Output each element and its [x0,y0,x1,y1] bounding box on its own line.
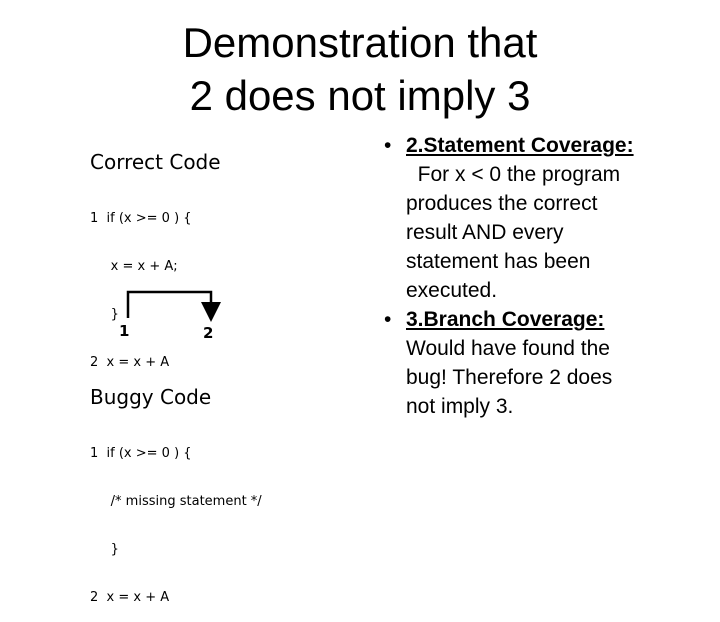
bullet-line: not imply 3. [406,395,514,418]
bullet-statement-coverage: • 2.Statement Coverage: For x < 0 the pr… [322,131,702,305]
code-line: } [90,307,119,322]
bullet-line: produces the correct [406,192,598,215]
bullet-line: result AND every [406,221,564,244]
bullet-branch-coverage: • 3.Branch Coverage: Would have found th… [322,305,702,421]
buggy-code-heading: Buggy Code [90,385,212,409]
coverage-bullets: • 2.Statement Coverage: For x < 0 the pr… [322,131,702,421]
bullet-heading: 3.Branch Coverage: [406,308,605,331]
code-line: /* missing statement */ [90,494,262,509]
buggy-code-block: 1 if (x >= 0 ) { /* missing statement */… [90,414,262,622]
graph-node-2: 2 [203,324,214,342]
bullet-line: Would have found the [406,337,610,360]
bullet-marker: • [384,134,392,157]
title-line-1: Demonstration that [182,19,538,66]
bullet-body: Would have found the bug! Therefore 2 do… [406,334,702,421]
code-line: 2 x = x + A [90,590,170,605]
bullet-line: For x < 0 the program [406,163,621,186]
code-line: } [90,542,119,557]
bullet-body: For x < 0 the program produces the corre… [406,160,702,305]
bullet-line: statement has been [406,250,591,273]
code-line: 2 x = x + A [90,355,170,370]
slide-title: Demonstration that 2 does not imply 3 [0,16,720,122]
bullet-line: bug! Therefore 2 does [406,366,613,389]
code-line: 1 if (x >= 0 ) { [90,211,192,226]
correct-code-heading: Correct Code [90,150,221,174]
bullet-marker: • [384,308,392,331]
correct-code-block: 1 if (x >= 0 ) { x = x + A; } 2 x = x + … [90,179,192,387]
title-line-2: 2 does not imply 3 [189,72,531,119]
graph-node-1: 1 [119,322,130,340]
bullet-line: executed. [406,279,498,302]
code-line: x = x + A; [90,259,178,274]
code-line: 1 if (x >= 0 ) { [90,446,192,461]
bullet-heading: 2.Statement Coverage: [406,134,634,157]
